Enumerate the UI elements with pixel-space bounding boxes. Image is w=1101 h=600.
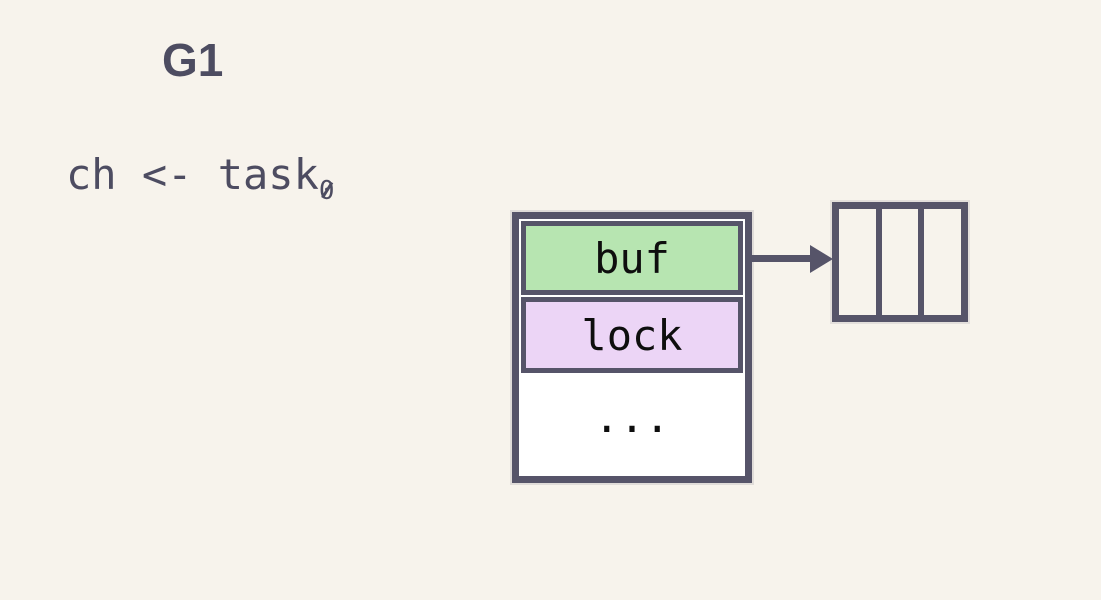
struct-field-lock: lock — [521, 297, 743, 373]
buffer-slot — [839, 209, 882, 315]
buffer-slot — [924, 209, 961, 315]
arrow-head — [810, 245, 833, 273]
goroutine-title: G1 — [162, 34, 224, 86]
struct-field-ellipsis: ... — [521, 375, 743, 474]
code-statement: ch <- task0 — [66, 150, 335, 206]
buffer-slot — [882, 209, 925, 315]
code-text: ch <- task — [66, 150, 319, 199]
channel-struct-box: buf lock ... — [512, 212, 752, 483]
struct-field-buf: buf — [521, 221, 743, 295]
task-subscript: 0 — [318, 176, 335, 206]
buffer-array — [832, 202, 968, 322]
buf-pointer-arrow — [750, 245, 833, 273]
arrow-shaft — [750, 255, 814, 262]
